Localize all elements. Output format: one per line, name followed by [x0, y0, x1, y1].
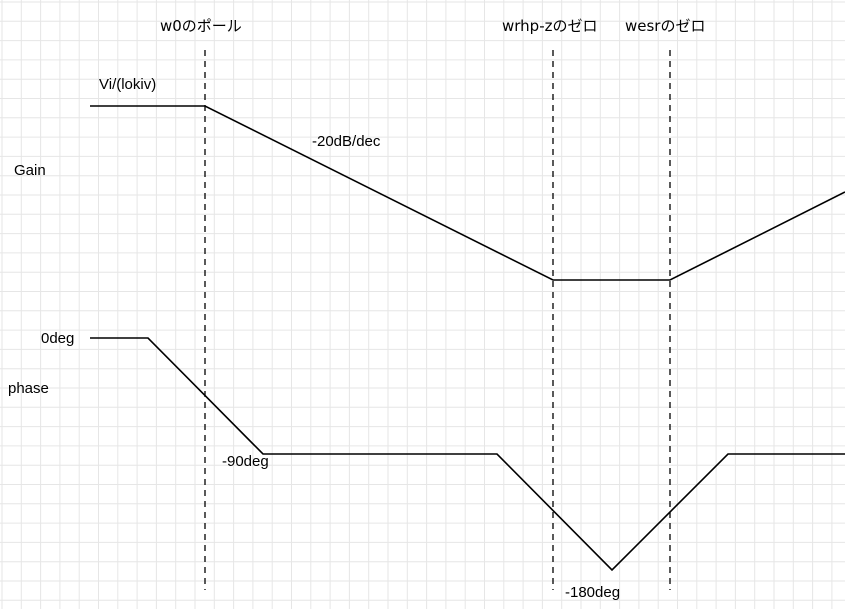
- wrhp-zero-label: wrhp-zのゼロ: [502, 17, 598, 35]
- phase-curve: [90, 337, 845, 572]
- dc-gain-label: Vi/(lokiv): [99, 76, 157, 93]
- phase-minus180-label: -180deg: [565, 584, 621, 601]
- wesr-zero-label: wesrのゼロ: [625, 17, 706, 35]
- slope-label: -20dB/dec: [312, 133, 381, 150]
- w0-pole-label: w0のポール: [160, 17, 242, 35]
- phase-minus90-label: -90deg: [222, 453, 269, 470]
- phase-axis-label: phase: [8, 380, 49, 397]
- gain-axis-label: Gain: [14, 162, 46, 179]
- gain-curve: [90, 105, 845, 281]
- phase-zero-deg-label: 0deg: [41, 330, 75, 347]
